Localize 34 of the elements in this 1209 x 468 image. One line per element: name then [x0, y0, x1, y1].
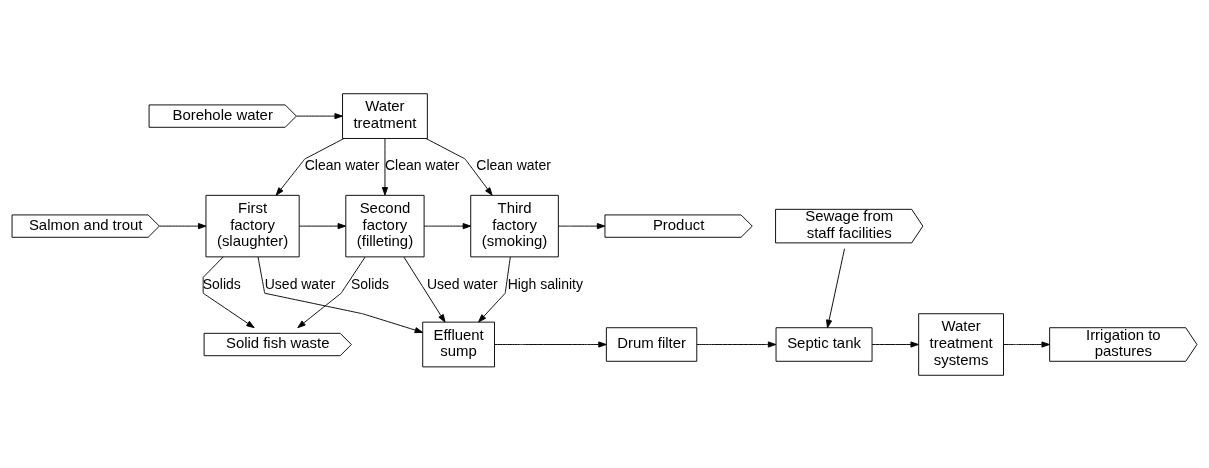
- arrow: [1003, 340, 1050, 348]
- edge-label: Solids: [351, 275, 390, 292]
- edge-label: Used water: [264, 275, 336, 292]
- node-box: Water treatment: [342, 92, 428, 139]
- node-box: Water treatment systems: [918, 312, 1004, 376]
- node-box: Effluent sump: [422, 321, 495, 367]
- arrow: [202, 255, 255, 328]
- node-box: Second factory (filleting): [345, 194, 425, 257]
- arrow: [275, 137, 345, 196]
- arrow: [478, 256, 511, 322]
- edge-label: High salinity: [507, 275, 583, 292]
- arrow: [557, 222, 606, 229]
- arrow: [297, 256, 366, 328]
- arrow: [826, 247, 845, 328]
- arrow: [298, 222, 346, 229]
- arrow: [423, 222, 472, 229]
- node-box: Drum filter: [605, 326, 698, 362]
- node-box: Septic tank: [775, 326, 873, 362]
- arrow: [403, 256, 446, 323]
- arrow: [159, 222, 207, 229]
- edge-label: Solids: [202, 275, 241, 292]
- edge-label: Clean water: [384, 156, 460, 173]
- arrow: [425, 137, 493, 196]
- edge-label: Clean water: [476, 156, 551, 173]
- arrow: [696, 340, 777, 348]
- arrow: [381, 137, 389, 195]
- node-box: First factory (slaughter): [205, 194, 300, 257]
- edge-label: Clean water: [304, 156, 380, 173]
- node-box: Third factory (smoking): [470, 194, 559, 257]
- arrow: [257, 256, 424, 333]
- arrow: [871, 340, 919, 348]
- arrow: [494, 340, 607, 348]
- arrow: [296, 112, 343, 119]
- edge-label: Used water: [427, 275, 498, 292]
